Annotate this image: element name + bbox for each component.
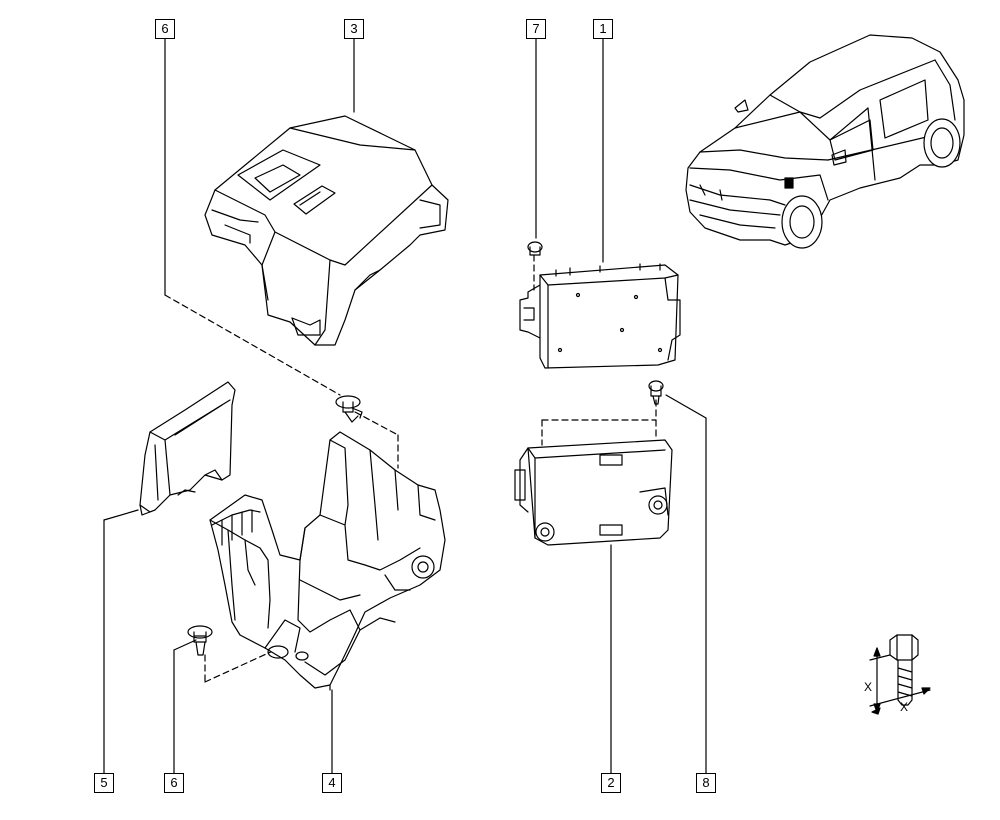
screw-part-6-upper [336,396,362,422]
callout-5: 5 [94,773,114,793]
leader-lines [103,37,707,774]
callout-8: 8 [696,773,716,793]
callout-7: 7 [526,19,546,39]
fuse-box-cover-part [205,116,448,345]
screw-part-6-lower [188,626,212,655]
callout-6-bottom: 6 [164,773,184,793]
dimension-label-x-vertical: X [864,680,873,694]
screw-part-8 [649,381,663,404]
callout-3: 3 [344,19,364,39]
screw-part-7 [528,242,542,255]
side-panel-part [140,382,235,515]
callout-6-top: 6 [155,19,175,39]
vehicle-locator-image [686,35,964,248]
dimension-label-x-horizontal: X [900,700,909,714]
callout-4: 4 [322,773,342,793]
callout-1: 1 [593,19,613,39]
control-unit-part [520,264,680,368]
mounting-bracket-part [515,440,672,545]
callout-2: 2 [601,773,621,793]
fuse-box-housing-part [210,432,445,690]
torque-bolt-symbol [870,635,930,714]
